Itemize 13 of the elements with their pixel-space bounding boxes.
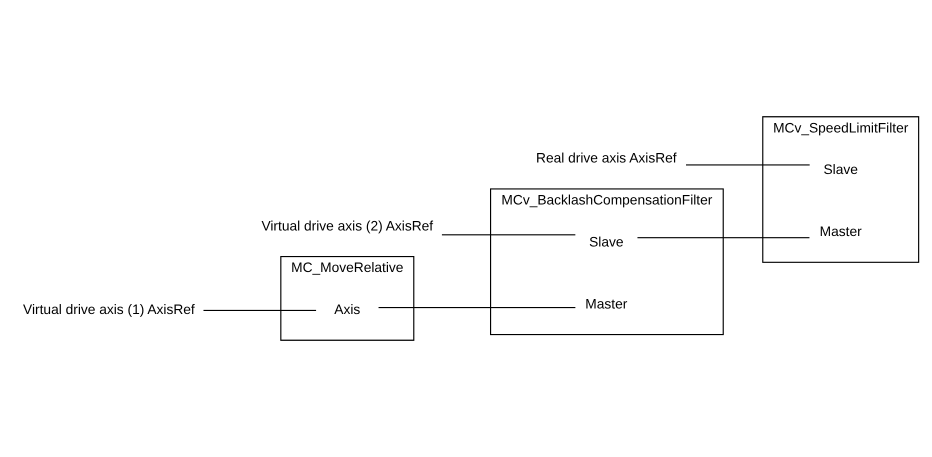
- connector: [441, 234, 575, 236]
- connector: [686, 164, 810, 166]
- connector: [202, 310, 316, 312]
- node-text: Slave: [823, 162, 858, 178]
- node-text: Master: [819, 224, 862, 240]
- connector: [636, 237, 809, 238]
- node-text: Slave: [588, 234, 624, 250]
- node-text: Virtual drive axis (1) AxisRef: [22, 302, 194, 317]
- node-text: Axis: [334, 302, 360, 317]
- node-text: Virtual drive axis (2) AxisRef: [260, 218, 433, 234]
- connector: [378, 307, 575, 308]
- node-text: Master: [584, 296, 627, 312]
- node-text: Real drive axis AxisRef: [536, 150, 676, 166]
